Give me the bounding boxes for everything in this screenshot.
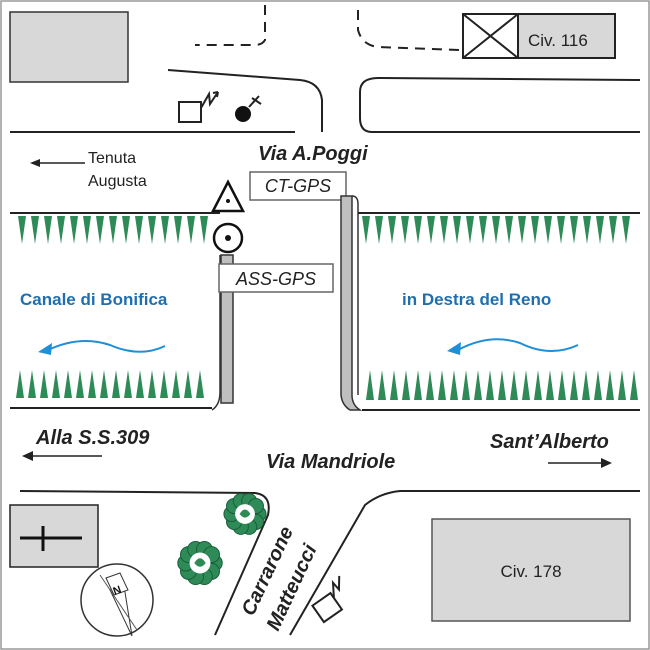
ass-gps-label: ASS-GPS <box>235 269 316 289</box>
triangle-benchmark-icon <box>210 179 246 213</box>
building-civ178 <box>431 518 631 622</box>
ct-gps-box <box>249 171 347 201</box>
civ178-label: Civ. 178 <box>500 562 561 581</box>
broken-box-icon <box>178 90 219 123</box>
left-wall-outer <box>211 255 221 411</box>
reed-vegetation-top-left <box>18 216 208 244</box>
water-flow-arrow-right-icon <box>447 338 579 355</box>
tree-icon <box>177 540 223 586</box>
canal-label-left: Canale di Bonifica <box>20 290 168 309</box>
curb-top-left <box>167 69 323 132</box>
curb-bottom-right <box>289 490 640 636</box>
road-label-sant-alberto: Sant’Alberto <box>490 431 609 453</box>
arrow-left-ss309-icon <box>22 451 102 461</box>
ass-gps-box <box>218 263 334 293</box>
road-label-ss309: Alla S.S.309 <box>35 427 150 449</box>
tenuta-label-line2: Augusta <box>88 173 147 190</box>
point-marker-icon <box>235 95 262 122</box>
reed-vegetation-top-right <box>362 216 630 244</box>
road-label-via-mandriole: Via Mandriole <box>266 451 395 473</box>
curb-top-right <box>359 76 641 133</box>
right-bank-wall <box>340 195 363 411</box>
compass-north-label: N <box>112 584 124 598</box>
reed-vegetation-bottom-right <box>366 370 638 400</box>
building-top-left <box>9 11 129 83</box>
dashed-path-left <box>195 5 266 46</box>
water-flow-arrow-left-icon <box>38 340 166 355</box>
arrow-right-sant-alberto-icon <box>548 458 612 468</box>
cross-symbol-icon <box>20 526 82 551</box>
ct-gps-label: CT-GPS <box>265 176 331 196</box>
circle-benchmark-icon <box>212 222 244 254</box>
arrow-left-tenuta-icon <box>30 159 85 167</box>
tree-icon <box>223 493 267 535</box>
reed-vegetation-bottom-left <box>16 370 204 398</box>
canal-label-right: in Destra del Reno <box>402 290 551 309</box>
compass-rose-icon: N <box>80 563 154 637</box>
building-legend-box <box>9 504 99 568</box>
road-label-via-poggi: Via A.Poggi <box>258 143 368 165</box>
curb-bottom-left <box>19 490 270 636</box>
tenuta-label-line1: Tenuta <box>88 150 136 167</box>
broken-box-icon-lower <box>311 575 344 624</box>
civ116-label: Civ. 116 <box>528 31 588 50</box>
dashed-path-right <box>357 10 461 51</box>
